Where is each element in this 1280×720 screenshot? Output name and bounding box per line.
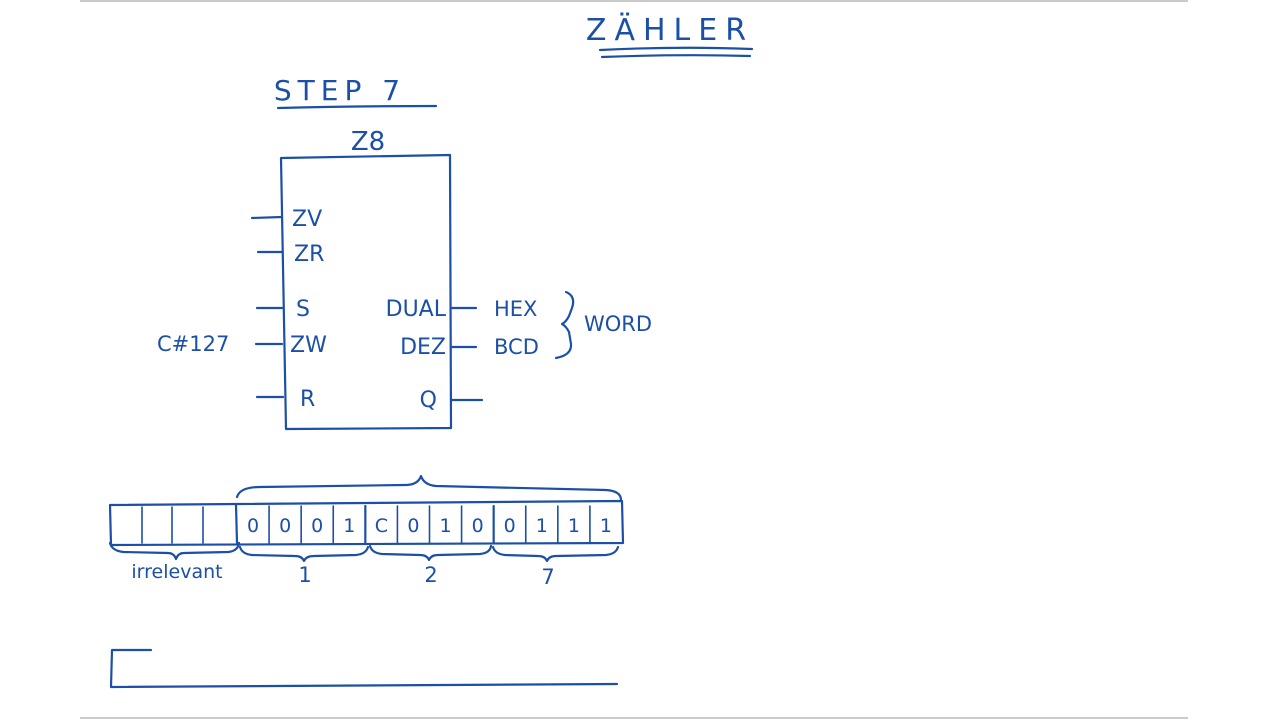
title-underline-2 [600,54,752,59]
input-zw: ZW [290,333,327,358]
zw-value: C#127 [157,332,229,356]
bit-value: 0 [472,515,484,537]
label-bcd: BCD [494,335,539,359]
label-group-1: 1 [298,563,311,587]
bit-value: 1 [343,515,355,537]
bit-value: 1 [568,515,580,537]
bit-value: 1 [600,515,612,537]
bit-value: 0 [407,515,419,537]
bit-register [108,499,625,547]
label-hex: HEX [494,297,537,321]
word-brace [554,290,575,360]
subtitle: STEP 7 [274,74,406,107]
block-name: Z8 [351,127,385,157]
label-irrelevant: irrelevant [131,561,222,583]
brace-group-1 [238,545,370,563]
bit-value: 0 [247,515,259,537]
title-underline-1 [598,46,754,52]
input-zv: ZV [292,207,322,232]
brace-group-2 [368,544,493,562]
label-group-2: 2 [424,563,437,587]
bit-value: 0 [504,515,516,537]
brace-group-3 [491,545,620,563]
output-q: Q [420,388,437,413]
bit-value: 0 [311,515,323,537]
output-dez: DEZ [400,335,446,360]
word-top-brace [235,474,623,502]
empty-register [109,648,619,689]
pin-zv [250,215,284,220]
subtitle-underline [276,104,438,110]
input-r: R [300,387,315,412]
brace-irrelevant [108,541,241,561]
bit-value: 0 [279,515,291,537]
bit-value: C [375,515,388,537]
cell-divider-main [234,503,239,545]
title: ZÄHLER [586,12,754,48]
bit-value: 1 [439,515,451,537]
label-word: WORD [584,312,652,336]
input-s: S [296,297,310,322]
output-dual: DUAL [386,297,447,322]
bit-value: 1 [536,515,548,537]
counter-block [279,153,453,431]
input-zr: ZR [294,242,324,267]
label-group-3: 7 [541,565,554,589]
